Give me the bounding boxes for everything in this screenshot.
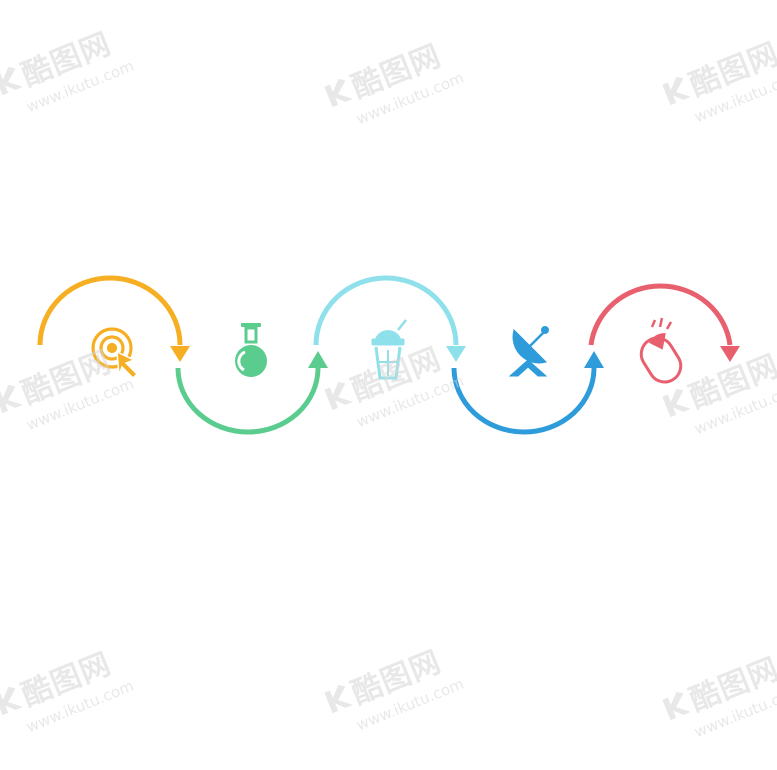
smoothie-cup-icon [371,319,407,380]
mouse-click-icon [639,317,683,384]
step-5-arc [588,283,733,346]
watermark-logo-icon [662,76,691,106]
watermark-logo-icon [662,388,691,418]
watermark: 酷图网 www.ikutu.com [315,623,488,763]
step-2-arc [175,367,321,435]
watermark: 酷图网 www.ikutu.com [0,625,157,765]
step-4 [451,326,604,435]
step-1-arc [37,275,183,346]
step-3-arc [313,275,459,346]
watermark-logo-icon [662,691,691,721]
watermark: 酷图网 www.ikutu.com [315,320,488,460]
watermark-logo-icon [0,686,23,716]
satellite-dish-icon [508,326,549,377]
step-4-arrow [584,351,604,368]
watermark: 酷图网 www.ikutu.com [0,323,157,463]
watermark: 酷图网 www.ikutu.com [653,15,777,155]
target-cursor-icon [91,327,139,380]
watermark-logo-icon [324,78,353,108]
watermark-logo-icon [324,684,353,714]
watermark-logo-icon [0,384,23,414]
step-3 [313,275,466,380]
step-5 [588,283,740,384]
watermark: 酷图网 www.ikutu.com [653,327,777,467]
diagram-canvas: 酷图网 www.ikutu.com 酷图网 www.ikutu.com 酷图网 … [0,5,777,741]
step-2 [175,323,328,435]
step-1-arrow [170,346,190,362]
step-3-arrow [446,346,466,362]
watermark: 酷图网 www.ikutu.com [0,5,157,145]
step-4-arc [451,367,597,435]
flask-icon [235,323,267,377]
wave-flow-diagram [37,275,740,435]
watermark: 酷图网 www.ikutu.com [653,630,777,770]
watermark-logo-icon [0,66,23,96]
watermark-logo-icon [324,381,353,411]
watermark: 酷图网 www.ikutu.com [315,17,488,157]
step-5-arrow [720,346,740,362]
step-1 [37,275,190,380]
step-2-arrow [308,351,328,368]
